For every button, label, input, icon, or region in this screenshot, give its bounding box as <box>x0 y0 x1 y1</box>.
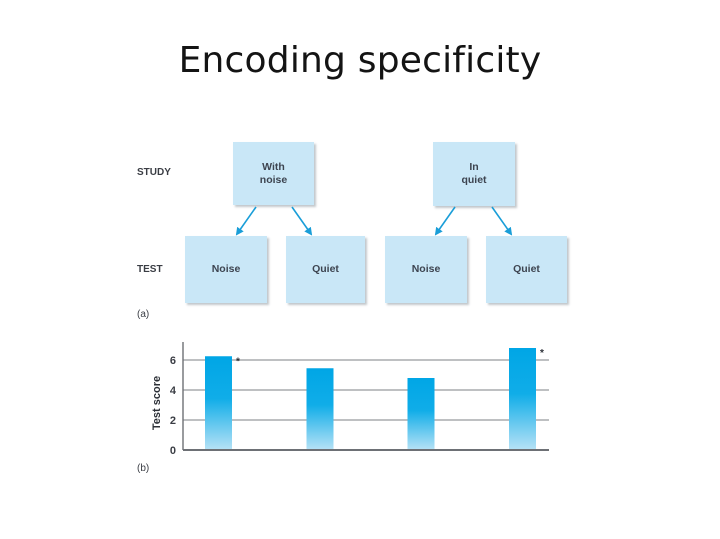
test-box-quiet-after-quiet: Quiet <box>486 236 567 303</box>
y-tick-label: 4 <box>170 385 177 397</box>
test-box-quiet-after-noise: Quiet <box>286 236 365 303</box>
slide-title: Encoding specificity <box>178 40 542 81</box>
test-box-label: Noise <box>211 263 241 275</box>
study-box-label: With noise <box>259 160 288 186</box>
study-row-label: STUDY <box>137 167 171 178</box>
arrow-icon <box>235 206 257 236</box>
significance-marker: * <box>236 356 240 367</box>
panel-label-b: (b) <box>137 463 150 474</box>
study-box-label: In quiet <box>461 161 487 186</box>
y-axis-label: Test score <box>151 376 163 430</box>
significance-marker: * <box>540 348 544 359</box>
test-box-noise-after-noise: Noise <box>185 236 267 303</box>
y-tick-label: 0 <box>170 445 176 457</box>
arrow-icon <box>491 206 513 236</box>
test-box-label: Quiet <box>312 263 339 275</box>
arrow-icon <box>434 206 456 236</box>
test-box-noise-after-quiet: Noise <box>385 236 467 303</box>
y-tick-label: 2 <box>170 415 176 427</box>
test-box-label: Noise <box>411 263 441 275</box>
test-row-label: TEST <box>137 264 163 275</box>
bar <box>205 356 232 450</box>
bar <box>306 368 334 450</box>
study-box-in-quiet: In quiet <box>433 142 515 206</box>
bar <box>509 348 536 450</box>
arrow-icon <box>291 206 313 236</box>
study-box-with-noise: With noise <box>233 142 314 205</box>
bar <box>407 378 435 450</box>
panel-label-a: (a) <box>137 309 150 320</box>
y-tick-label: 6 <box>170 355 176 367</box>
test-box-label: Quiet <box>513 263 540 275</box>
